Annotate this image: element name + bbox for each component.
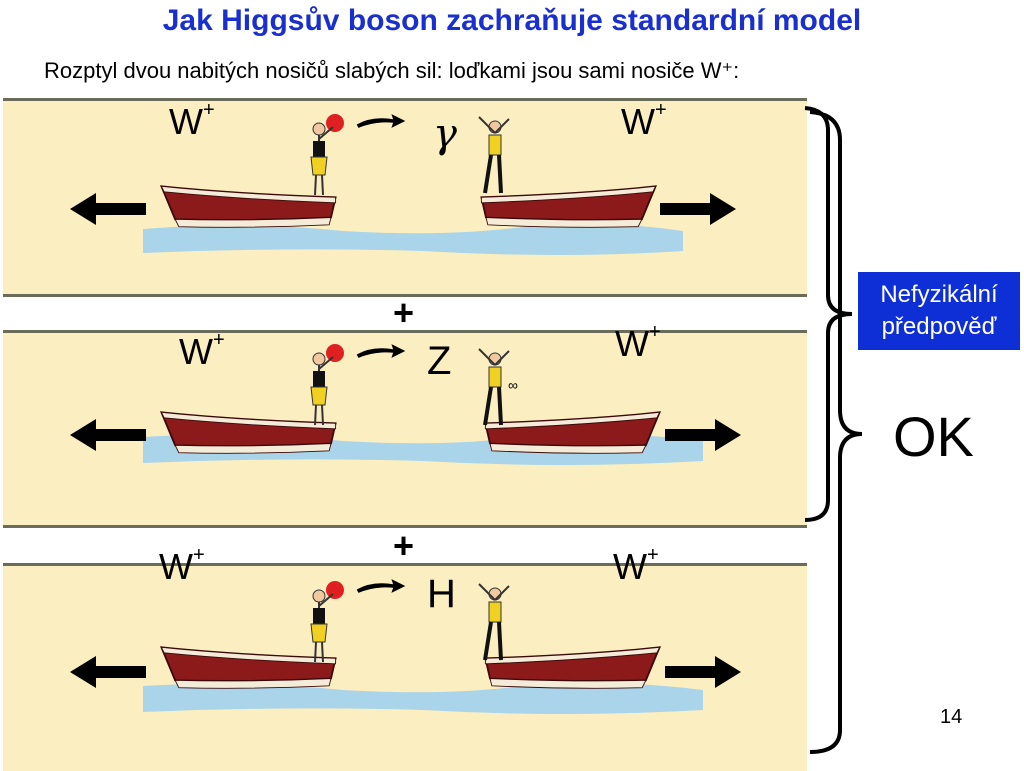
right-carrier-label: W+ — [615, 321, 661, 364]
slide-title: Jak Higgsův boson zachraňuje standardní … — [162, 4, 862, 37]
plus-sign: + — [393, 292, 415, 333]
infinity-marker: ∞ — [508, 377, 518, 393]
slide-subtitle: Rozptyl dvou nabitých nosičů slabých sil… — [44, 58, 740, 83]
unphysical-brace — [804, 106, 853, 522]
left-carrier-label: W+ — [179, 329, 225, 372]
boat-scene-illustration — [70, 343, 741, 465]
panel-higgs: W+ W+ H — [3, 544, 807, 771]
badge-line-1: Nefyzikální — [880, 281, 998, 308]
right-carrier-label: W+ — [613, 544, 659, 587]
right-carrier-label: W+ — [621, 99, 667, 142]
unphysical-prediction-badge: Nefyzikální předpověď — [858, 272, 1020, 350]
ok-brace — [809, 110, 863, 754]
exchanged-boson-label: γ — [433, 111, 457, 157]
panel-z-boson: W+ W+ Z ∞ — [3, 321, 807, 528]
boat-scene-illustration — [70, 113, 736, 255]
left-carrier-label: W+ — [169, 99, 215, 142]
badge-line-2: předpověď — [881, 313, 997, 340]
boat-scene-illustration — [70, 579, 741, 714]
panel-photon: W+ W+ γ — [3, 98, 807, 297]
exchanged-boson-label: H — [427, 572, 456, 616]
page-number: 14 — [940, 706, 963, 728]
plus-sign: + — [393, 525, 415, 566]
ok-label: OK — [893, 405, 974, 468]
exchanged-boson-label: Z — [427, 339, 452, 383]
left-carrier-label: W+ — [159, 544, 205, 587]
